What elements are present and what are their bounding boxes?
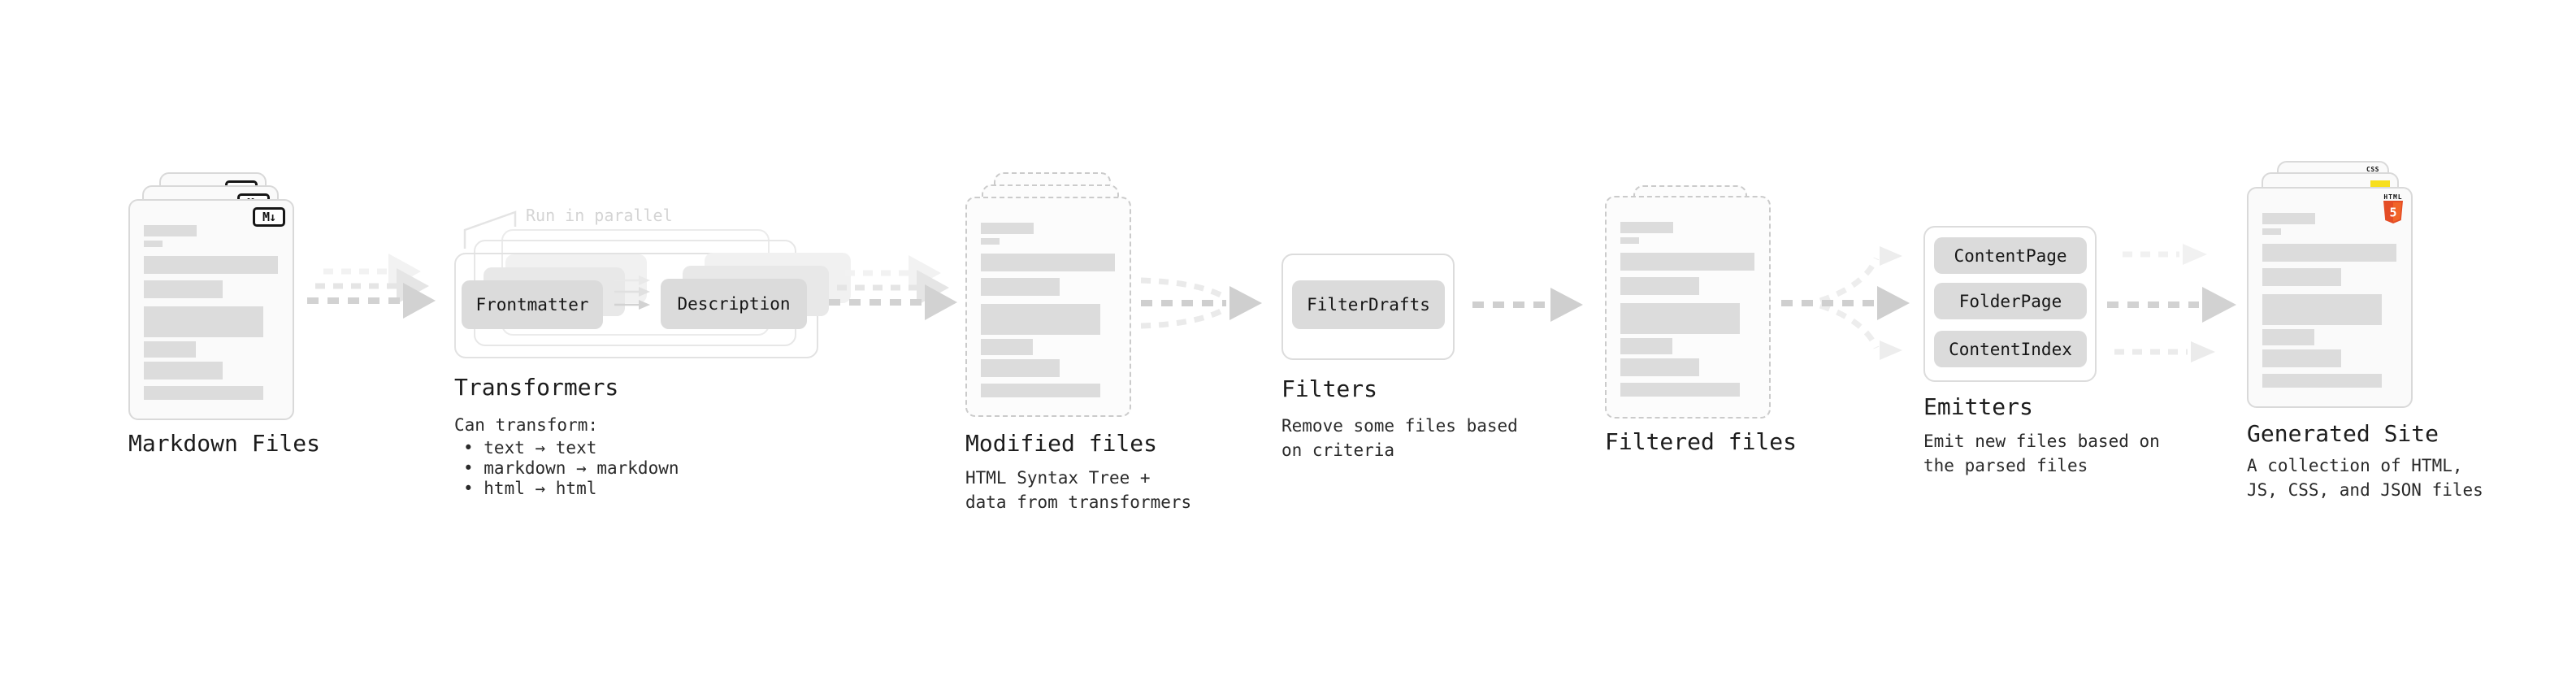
arrow-markdown-to-transformers [307, 254, 436, 319]
arrow-modified-to-filters [1140, 277, 1262, 329]
html5-icon-label: HTML [2383, 193, 2403, 201]
transformer-description-pill: Description [661, 279, 807, 329]
html5-number: 5 [2389, 206, 2396, 220]
stage-label-transformers: Transformers [454, 374, 619, 401]
transformers-bullet: • html → html [463, 479, 597, 498]
doc-text-bars [130, 201, 293, 419]
stage-label-emitters: Emitters [1923, 393, 2033, 420]
css-icon-label: CSS [2366, 166, 2379, 173]
stage-label-generated-site: Generated Site [2247, 420, 2439, 447]
arrow-filters-to-filtered [1472, 288, 1583, 322]
modified-desc-line2: data from transformers [965, 492, 1192, 512]
filters-box [1281, 254, 1455, 360]
site-card-front: HTML 5 [2247, 187, 2413, 408]
html5-shield: 5 [2383, 201, 2403, 223]
stage-label-modified-files: Modified files [965, 430, 1158, 457]
filters-desc-line1: Remove some files based [1281, 416, 1518, 436]
emitters-box [1923, 226, 2097, 382]
filtered-file-card-front [1605, 196, 1771, 419]
html5-icon: HTML 5 [2382, 193, 2405, 224]
emitter-contentindex-pill: ContentIndex [1934, 331, 2087, 367]
markdown-file-card-front: M↓ [128, 199, 294, 420]
transformers-desc: Can transform: [454, 415, 599, 435]
site-desc-line1: A collection of HTML, [2247, 456, 2463, 475]
markdown-icon: M↓ [253, 207, 285, 227]
transformers-bullet: • text → text [463, 438, 597, 458]
doc-text-bars [2249, 189, 2411, 406]
emitter-folderpage-pill: FolderPage [1934, 283, 2087, 319]
transformer-frontmatter-pill: Frontmatter [462, 280, 603, 329]
arrow-emitters-to-site [2107, 244, 2236, 362]
modified-desc-line1: HTML Syntax Tree + [965, 468, 1151, 488]
arrow-filtered-to-emitters [1781, 246, 1910, 360]
emitters-desc-line1: Emit new files based on [1923, 432, 2160, 451]
stage-label-filters: Filters [1281, 375, 1378, 402]
stage-label-markdown-files: Markdown Files [128, 430, 321, 457]
run-in-parallel-annotation: Run in parallel [526, 206, 673, 225]
stage-label-filtered-files: Filtered files [1605, 428, 1798, 455]
filter-drafts-pill: FilterDrafts [1292, 280, 1445, 329]
javascript-icon [2370, 180, 2390, 189]
emitter-contentpage-pill: ContentPage [1934, 237, 2087, 274]
doc-text-bars [1607, 197, 1769, 417]
modified-file-card-front [965, 197, 1131, 417]
emitters-desc-line2: the parsed files [1923, 456, 2088, 475]
site-desc-line2: JS, CSS, and JSON files [2247, 480, 2483, 500]
transformers-bullet: • markdown → markdown [463, 458, 679, 478]
doc-text-bars [967, 198, 1130, 415]
filters-desc-line2: on criteria [1281, 440, 1395, 460]
